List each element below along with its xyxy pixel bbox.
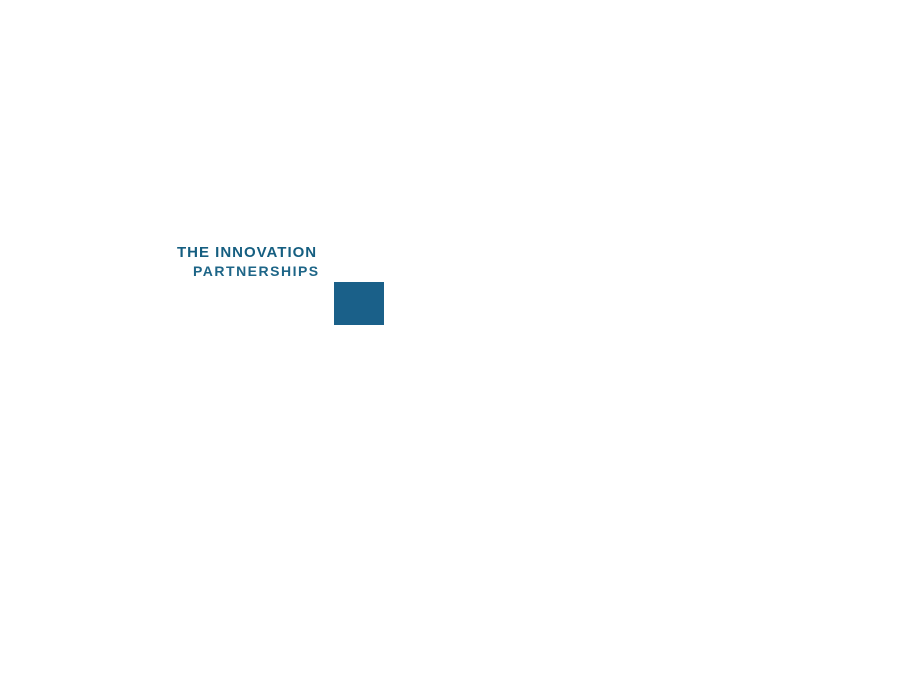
brand-name-line1: THE INNOVATION xyxy=(177,244,318,261)
brand-square-icon xyxy=(334,282,384,325)
brand-name-line2: PARTNERSHIPS xyxy=(193,263,320,279)
